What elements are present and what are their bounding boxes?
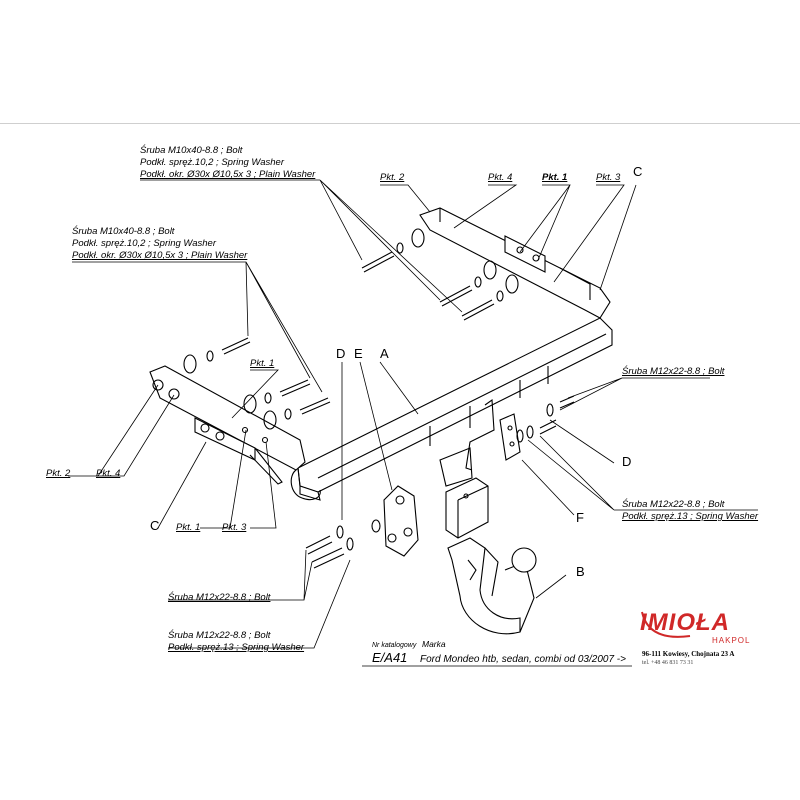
brand-tel: tel. +48 46 831 73 31	[642, 660, 694, 666]
label-mid-spring-washer: Podkł. spręż.10,2 ; Spring Washer	[72, 238, 216, 249]
catalog-nr-label: Nr katalogowy	[372, 642, 417, 649]
label-top-bolt: Śruba M10x40-8.8 ; Bolt	[140, 145, 243, 156]
label-mid-plain-washer: Podkł. okr. Ø30x Ø10,5x 3 ; Plain Washer	[72, 250, 248, 261]
brand-logo: IMIOŁA	[640, 609, 730, 636]
catalog-code: E/A41	[372, 650, 408, 665]
top-divider	[0, 123, 800, 124]
bracket-f	[439, 398, 521, 487]
label-bolt-washer-bottom-2: Podkł. spręż.13 ; Spring Washer	[168, 642, 305, 653]
label-mid-bolt: Śruba M10x40-8.8 ; Bolt	[72, 226, 175, 237]
part-c-left: C	[150, 518, 160, 533]
label-pkt2-left: Pkt. 2	[46, 468, 71, 479]
tow-ball-b	[447, 537, 537, 635]
logo-swoosh	[641, 611, 691, 638]
beam-a	[290, 317, 613, 501]
catalog-marka-label: Marka	[422, 639, 446, 649]
mid-bolts	[183, 337, 331, 430]
bracket-c-right	[419, 207, 611, 319]
part-d-right: D	[622, 454, 632, 469]
top-bolts	[361, 228, 519, 321]
label-top-plain-washer: Podkł. okr. Ø30x Ø10,5x 3 ; Plain Washer	[140, 169, 316, 180]
label-bolt-washer-bottom-1: Śruba M12x22-8.8 ; Bolt	[168, 630, 271, 641]
bottom-bolts	[305, 519, 381, 569]
part-d-top: D	[336, 346, 346, 361]
label-pkt1-mid: Pkt. 1	[250, 358, 275, 369]
label-pkt1-top: Pkt. 1	[542, 172, 568, 183]
label-pkt4-left: Pkt. 4	[96, 468, 121, 479]
socket-bracket	[445, 477, 489, 539]
label-bolt-right: Śruba M12x22-8.8 ; Bolt	[622, 366, 725, 377]
part-c-top: C	[633, 164, 643, 179]
part-e: E	[354, 346, 363, 361]
label-pkt2-top: Pkt. 2	[380, 172, 405, 183]
part-f: F	[576, 510, 584, 525]
catalog-description: Ford Mondeo htb, sedan, combi od 03/2007…	[420, 654, 626, 665]
label-bolt-washer-right-1: Śruba M12x22-8.8 ; Bolt	[622, 499, 725, 510]
label-pkt3-top: Pkt. 3	[596, 172, 621, 183]
brand-sub: HAKPOL	[712, 636, 751, 645]
right-bolts	[516, 395, 575, 443]
plate-e	[383, 485, 419, 557]
brand-address: 96-111 Kowiesy, Chojnata 23 A	[642, 650, 735, 658]
label-pkt3-bottom: Pkt. 3	[222, 522, 247, 533]
leader-lines	[68, 179, 758, 667]
label-top-spring-washer: Podkł. spręż.10,2 ; Spring Washer	[140, 157, 284, 168]
label-bolt-bottom: Śruba M12x22-8.8 ; Bolt	[168, 592, 271, 603]
label-pkt1-bottom: Pkt. 1	[176, 522, 201, 533]
part-a: A	[380, 346, 389, 361]
label-pkt4-top: Pkt. 4	[488, 172, 513, 183]
label-bolt-washer-right-2: Podkł. spręż.13 ; Spring Washer	[622, 511, 759, 522]
part-b: B	[576, 564, 585, 579]
bracket-c-left	[149, 365, 306, 485]
